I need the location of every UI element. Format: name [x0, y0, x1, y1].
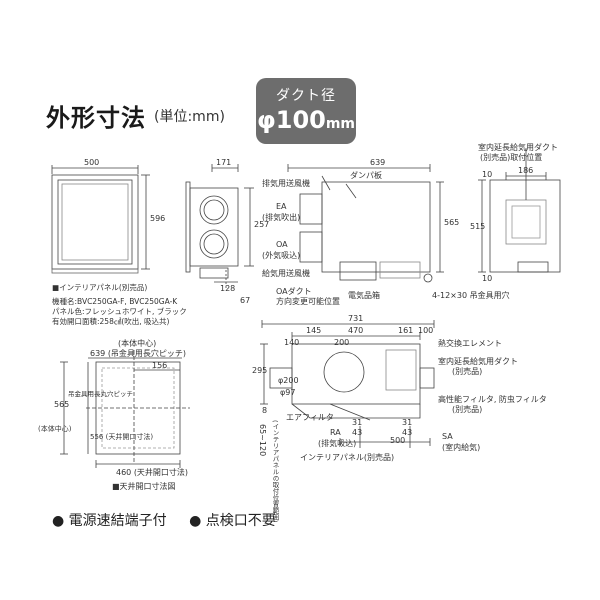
right-duct-label-2: (別売品)取付位置 [480, 153, 543, 162]
heat-exchange-label: 熱交換エレメント [438, 339, 502, 348]
section-dim-500: 500 [390, 436, 406, 445]
ceiling-dim-460: 460 (天井開口寸法) [116, 468, 189, 477]
front-width-label: 500 [84, 158, 100, 167]
ceiling-dim-565: 565 [54, 400, 70, 409]
feature-terminal: ● 電源速結端子付 [52, 513, 167, 529]
oa-duct-sub-label: 方向変更可能位置 [276, 297, 340, 306]
section-dim-100: 100 [418, 326, 434, 335]
right-dim-d: 10 [482, 274, 493, 283]
section-view [260, 320, 435, 448]
panel-note-title: ■インテリアパネル(別売品) [52, 283, 148, 292]
duct-size-value: φ100 [256, 106, 326, 134]
ra-label: RA [330, 428, 341, 437]
ceiling-dim-156: 156 [152, 361, 168, 370]
air-filter-label: エアフィルタ [286, 413, 334, 422]
top-dim-right: 565 [444, 218, 460, 227]
top-view [287, 164, 444, 283]
section-dim-140: 140 [284, 338, 300, 347]
ceiling-dim-565-sub: 吊金具用長丸穴ピッチ [68, 390, 133, 398]
exhaust-fan-label: 排気用送風機 [262, 179, 310, 188]
panel-note-area: 有効開口面積:258㎠(吹出, 吸込共) [52, 317, 170, 326]
duct-size: φ100mm [256, 106, 356, 134]
duct-label: ダクト径 [276, 88, 336, 104]
ceiling-dim-556: 556 (天井開口寸法) [90, 433, 154, 441]
right-dim-c: 515 [470, 222, 486, 231]
damper-label: ダンパ板 [350, 171, 382, 180]
front-view [51, 165, 150, 274]
indoor-duct-label-2: (別売品) [452, 367, 483, 376]
ceiling-left-center: (本体中心) [38, 425, 72, 433]
panel-note-model: 機種名:BVC250GA-F, BVC250GA-K [52, 297, 178, 306]
ceiling-pitch-long: 639 (吊金具用長穴ピッチ) [90, 349, 187, 358]
filter-hp-label: 高性能フィルタ, 防虫フィルタ [438, 395, 547, 404]
panel-note-color: パネル色:フレッシュホワイト, ブラック [52, 307, 187, 316]
right-dim-b: 10 [482, 170, 493, 179]
section-dim-43b: 43 [402, 428, 413, 437]
section-dim-8: 8 [262, 406, 268, 415]
oa-sub-label: (外気吸込) [262, 251, 301, 260]
side-dim-mid: 257 [254, 220, 270, 229]
top-dim-total: 639 [370, 158, 386, 167]
section-dim-total: 731 [348, 314, 364, 323]
ceiling-center-label: (本体中心) [118, 339, 157, 348]
section-dim-470: 470 [348, 326, 364, 335]
interior-panel-label: インテリアパネル(別売品) [300, 453, 395, 462]
section-dim-200: 200 [334, 338, 350, 347]
duct-size-badge: ダクト径 φ100mm [256, 78, 356, 144]
ceiling-caption: ■天井開口寸法図 [112, 482, 176, 491]
sa-sub-label: (室内給気) [442, 443, 481, 452]
side-dim-bottom-a: 128 [220, 284, 236, 293]
side-view [185, 164, 254, 290]
front-height-label: 596 [150, 214, 166, 223]
filter-hp-sub-label: (別売品) [452, 405, 483, 414]
section-dim-161: 161 [398, 326, 414, 335]
oa-duct-label: OAダクト [276, 287, 312, 296]
right-duct-label-1: 室内延長給気用ダクト [478, 143, 558, 152]
section-dim-295: 295 [252, 366, 268, 375]
ea-label: EA [276, 202, 287, 211]
section-dim-31b: 31 [402, 418, 413, 427]
section-dim-31: 31 [352, 418, 363, 427]
page-title: 外形寸法 [46, 104, 146, 132]
section-dim-65-120: 65~120 [258, 424, 267, 457]
duct-unit: mm [325, 116, 356, 132]
indoor-duct-label-1: 室内延長給気用ダクト [438, 357, 518, 366]
hanger-hole-label: 4-12×30 吊金具用穴 [432, 291, 510, 300]
unit-note: (単位:mm) [154, 109, 225, 125]
ra-sub-label: (排気吸込) [318, 439, 357, 448]
side-dim-bottom-b: 67 [240, 296, 251, 305]
electrical-box-label: 電気品箱 [348, 291, 380, 300]
right-view [478, 148, 561, 273]
oa-label: OA [276, 240, 288, 249]
ceiling-opening-view [60, 350, 190, 468]
sa-label: SA [442, 432, 453, 441]
feature-no-inspection: ● 点検口不要 [189, 513, 276, 529]
footer-features: ● 電源速結端子付 ● 点検口不要 [52, 510, 294, 530]
section-dim-phi97: φ97 [280, 388, 296, 397]
right-dim-a: 186 [518, 166, 534, 175]
supply-fan-label: 給気用送風機 [262, 269, 310, 278]
section-dim-43: 43 [352, 428, 363, 437]
ea-sub-label: (排気吹出) [262, 213, 301, 222]
section-dim-65-sub: (インテリアパネルの取付位置範囲) [271, 420, 279, 523]
section-dim-145: 145 [306, 326, 322, 335]
side-dim-top: 171 [216, 158, 232, 167]
section-dim-phi200: φ200 [278, 376, 299, 385]
